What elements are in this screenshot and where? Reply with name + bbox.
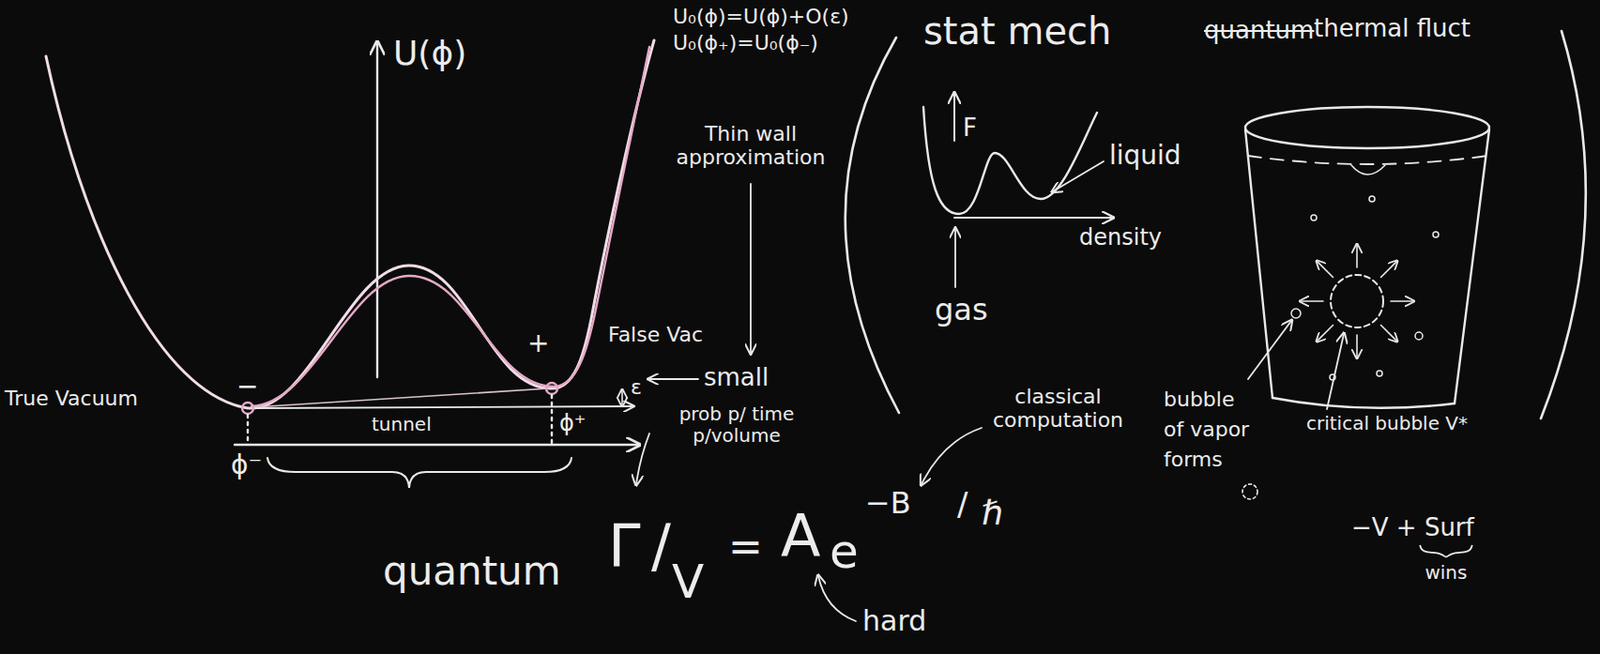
water-line [1248,155,1488,165]
formula-part: e [829,525,859,580]
degenerate-potential-curve [251,46,650,407]
thin-wall-arrow [749,183,752,353]
formula-part: = [728,523,763,572]
surface-ripple [1351,165,1386,175]
field-value: ϕ⁻ [230,450,262,481]
note: bubble of vapor forms [1163,384,1250,475]
formula-part: V [671,555,704,610]
formula-part: −B [865,486,912,521]
false-vacuum-dot [546,382,558,395]
note: Thin wall approximation [666,121,836,170]
note: tunnel [371,413,432,436]
prob-arrow [636,433,650,485]
note: classical computation [975,384,1141,433]
formula-part: ℏ [981,493,1004,533]
phi-minus-dotted [246,414,249,445]
right-parenthesis [1540,30,1586,419]
phi-plus-dotted [550,395,553,445]
density-axis [954,216,1113,219]
gas-arrow [954,228,957,288]
sign-label: + [527,328,549,359]
nucleating-bubble [1242,484,1258,500]
phase-label: liquid [1109,140,1182,171]
phi-axis [234,443,639,446]
true-vacuum-dot [242,402,254,414]
liquid-arrow [1052,161,1104,192]
potential-curve [45,40,655,409]
heading: quantum [382,548,562,595]
axis-label: density [1079,225,1162,252]
heading: stat mech [923,9,1112,53]
critical-arrow [1326,334,1344,410]
formula-part: / [957,486,968,523]
left-parenthesis [845,37,900,413]
small-bubbles [1291,196,1439,381]
classical-arrow [921,427,982,485]
expansion-arrows [1300,244,1414,358]
vacuum-label: True Vacuum [4,386,138,411]
free-energy-curve [923,106,1098,214]
tunnel-arrow [255,406,633,409]
bubble-arrow [1248,320,1292,380]
symbol-label: ε [630,375,642,399]
formula-part: A [780,502,821,570]
note: critical bubble V* [1306,412,1468,435]
glass-rim [1245,106,1490,149]
critical-bubble [1330,274,1384,328]
small-arrow [649,378,699,381]
axis-label: U(ϕ) [393,33,467,73]
hard-arrow [818,576,856,622]
note: prob p/ time p/volume [656,403,817,447]
note: wins [1424,562,1467,584]
sign-label: − [236,371,259,402]
field-value: ϕ⁺ [559,411,587,438]
equation: U₀(ϕ₊)=U₀(ϕ₋) [672,30,819,55]
note: small [703,364,769,393]
phase-label: gas [934,292,989,328]
glass-bottom [1272,397,1455,409]
free-energy-axis [953,93,956,141]
surface-underbrace [1419,545,1473,558]
formula-part: Γ [608,512,641,580]
note: −V + Surf [1351,514,1475,543]
vacuum-label: False Vac [608,322,703,347]
formula-part: / [651,512,671,580]
note: hard [862,605,927,639]
struck-word: quantum [1203,16,1314,46]
tilt-line [253,388,549,408]
heading: thermal fluct [1313,15,1471,44]
glass-wall-left [1245,129,1273,398]
u-axis [376,43,379,378]
axis-label: F [962,114,977,143]
quantum-brace [267,457,572,488]
glass-wall-right [1454,129,1490,404]
epsilon-arrow [621,390,624,406]
equation: U₀(ϕ)=U(ϕ)+O(ε) [672,4,850,29]
